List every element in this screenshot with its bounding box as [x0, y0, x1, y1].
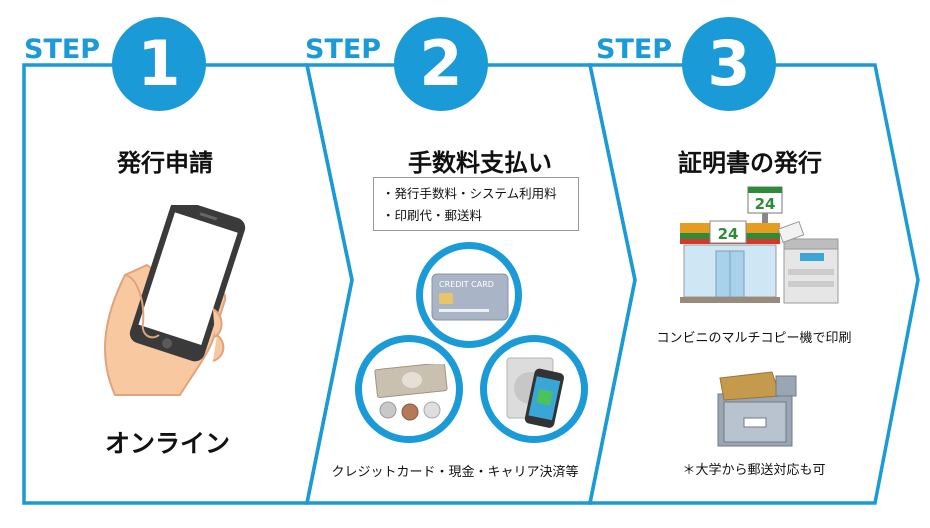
carrier-payment-circle	[480, 335, 588, 443]
step-3-label: STEP	[596, 34, 673, 65]
fee-item: ・印刷代・郵送料	[382, 208, 483, 223]
convenience-store-copier-icon: 24 24	[680, 186, 839, 304]
step-2-title: 手数料支払い	[408, 149, 552, 177]
mobile-payment-icon	[506, 357, 564, 428]
step-1-label: STEP	[24, 34, 101, 65]
step-2-label: STEP	[305, 34, 382, 65]
step-2-number: 2	[394, 17, 488, 111]
credit-card-icon: CREDIT CARD	[431, 273, 509, 321]
hand-smartphone-icon	[104, 205, 246, 396]
cash-icon	[374, 364, 448, 421]
step-1-number: 1	[112, 17, 206, 111]
panel-3-outline	[587, 63, 920, 505]
store-sign-top: 24	[755, 195, 776, 213]
step-3-title: 証明書の発行	[678, 149, 822, 177]
step-2-caption: クレジットカード・現金・キャリア決済等	[331, 465, 579, 480]
credit-card-circle: CREDIT CARD	[416, 242, 522, 348]
fee-item: ・発行手数料・システム利用料	[382, 186, 557, 201]
step-1-title: 発行申請	[117, 149, 213, 177]
credit-card-text: CREDIT CARD	[439, 280, 494, 289]
mail-cabinet-icon	[717, 371, 797, 447]
step-3-caption-mail: ＊大学から郵送対応も可	[682, 463, 826, 478]
store-sign-front: 24	[718, 225, 739, 243]
cash-circle	[355, 335, 463, 443]
step-3-number: 3	[682, 17, 776, 111]
step-3-caption-print: コンビニのマルチコピー機で印刷	[656, 331, 852, 346]
step-1-caption: オンライン	[104, 429, 230, 458]
fee-list-box: ・発行手数料・システム利用料 ・印刷代・郵送料	[373, 177, 579, 231]
